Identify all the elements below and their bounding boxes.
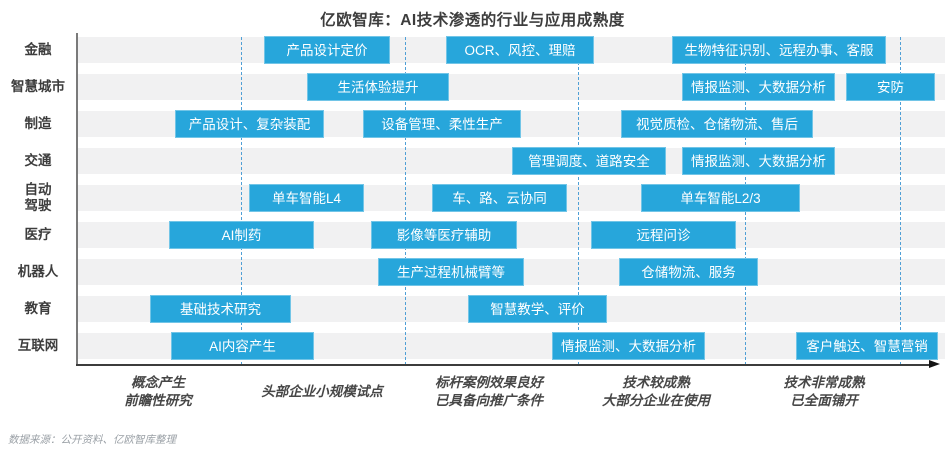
- maturity-box: AI制药: [169, 221, 314, 249]
- row-label-industry: 智慧城市: [11, 79, 65, 95]
- maturity-box: 管理调度、道路安全: [512, 147, 666, 175]
- maturity-box: 生活体验提升: [307, 73, 449, 101]
- maturity-box: 生产过程机械臂等: [378, 258, 524, 286]
- stage-label: 头部企业小规模试点: [261, 384, 383, 400]
- stage-label: 技术较成熟 大部分企业在使用: [602, 375, 710, 408]
- maturity-box: 基础技术研究: [150, 295, 291, 323]
- stage-label: 标杆案例效果良好 已具备向推广条件: [435, 375, 543, 408]
- stage-divider-line: [578, 37, 579, 365]
- maturity-box: 情报监测、大数据分析: [682, 73, 835, 101]
- stage-divider-line: [241, 37, 242, 365]
- stage-label: 技术非常成熟 已全面铺开: [783, 375, 865, 408]
- maturity-box: 单车智能L4: [249, 184, 364, 212]
- maturity-box: 情报监测、大数据分析: [552, 332, 705, 360]
- maturity-box: OCR、风控、理赔: [446, 36, 594, 64]
- row-label-industry: 交通: [24, 153, 52, 169]
- source-note: 数据来源：公开资料、亿欧智库整理: [8, 434, 176, 446]
- page-title: 亿欧智库：AI技术渗透的行业与应用成熟度: [320, 12, 625, 29]
- maturity-box: 智慧教学、评价: [468, 295, 607, 323]
- stage-label: 概念产生 前瞻性研究: [124, 375, 192, 408]
- maturity-box: 安防: [846, 73, 935, 101]
- row-label-industry: 制造: [24, 116, 52, 132]
- maturity-box: 远程问诊: [591, 221, 736, 249]
- maturity-box: 生物特征识别、远程办事、客服: [672, 36, 886, 64]
- x-axis-line: [76, 364, 932, 366]
- row-label-industry: 医疗: [24, 227, 52, 243]
- maturity-box: 产品设计定价: [264, 36, 390, 64]
- y-axis-line: [76, 33, 78, 365]
- stage-divider-line: [405, 37, 406, 365]
- row-label-industry: 互联网: [17, 338, 59, 354]
- maturity-box: 仓储物流、服务: [619, 258, 758, 286]
- row-label-industry: 机器人: [17, 264, 59, 280]
- maturity-box: 影像等医疗辅助: [371, 221, 517, 249]
- maturity-box: AI内容产生: [171, 332, 314, 360]
- maturity-box: 客户触达、智慧营销: [796, 332, 938, 360]
- maturity-box: 视觉质检、仓储物流、售后: [621, 110, 813, 138]
- row-label-industry: 教育: [24, 301, 52, 317]
- stage-divider-line: [900, 37, 901, 365]
- maturity-box: 情报监测、大数据分析: [682, 147, 835, 175]
- row-label-industry: 自动 驾驶: [24, 182, 52, 213]
- maturity-box: 车、路、云协同: [432, 184, 567, 212]
- maturity-box: 产品设计、复杂装配: [175, 110, 324, 138]
- maturity-box: 单车智能L2/3: [641, 184, 800, 212]
- maturity-box: 设备管理、柔性生产: [363, 110, 521, 138]
- row-label-industry: 金融: [24, 42, 52, 58]
- axis-arrow-icon: [929, 360, 940, 368]
